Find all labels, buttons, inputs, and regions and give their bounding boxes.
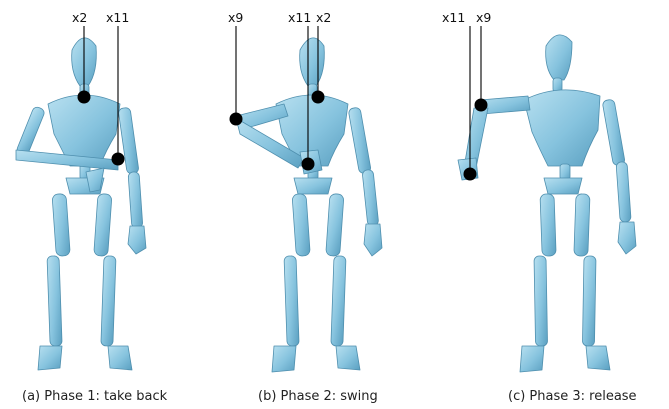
panel-caption: (b) Phase 2: swing	[258, 389, 378, 404]
marker-label: x9	[476, 10, 491, 25]
marker-dot	[312, 91, 325, 104]
marker-label: x11	[442, 10, 465, 25]
marker-label: x2	[316, 10, 331, 25]
panel-a: x2 x11 (a) Phase 1: take back	[16, 10, 168, 404]
marker-dot	[78, 91, 91, 104]
panel-c: x11 x9 (c) Phase 3: release	[442, 10, 637, 404]
figure-body	[236, 38, 382, 372]
figure-body	[16, 38, 146, 370]
panel-b: x9 x11 x2 (b) Phase 2: swing	[228, 10, 382, 404]
marker-x9: x9	[228, 10, 243, 126]
marker-label: x9	[228, 10, 243, 25]
marker-label: x2	[72, 10, 87, 25]
marker-dot	[475, 99, 488, 112]
marker-dot	[464, 168, 477, 181]
figure-body	[458, 35, 636, 372]
panel-caption: (a) Phase 1: take back	[22, 389, 168, 404]
marker-label: x11	[288, 10, 311, 25]
marker-dot	[112, 153, 125, 166]
panel-caption: (c) Phase 3: release	[508, 389, 637, 404]
marker-dot	[230, 113, 243, 126]
marker-dot	[302, 158, 315, 171]
marker-label: x11	[106, 10, 129, 25]
marker-x9: x9	[475, 10, 492, 112]
